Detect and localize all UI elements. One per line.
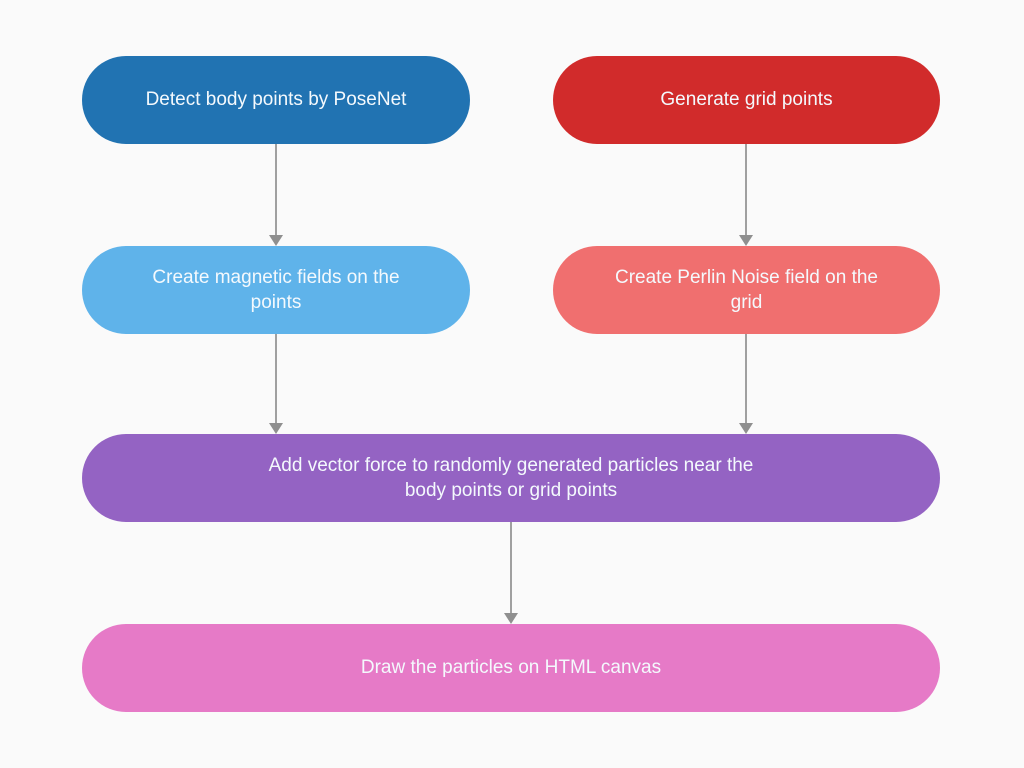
arrow-detect-to-magnetic bbox=[269, 144, 283, 246]
node-label: Add vector force to randomly generated p… bbox=[268, 454, 754, 501]
arrow-head-icon bbox=[739, 423, 753, 434]
arrow-head-icon bbox=[739, 235, 753, 246]
arrow-head-icon bbox=[269, 235, 283, 246]
node-create-perlin-noise-field: Create Perlin Noise field on the grid bbox=[553, 246, 940, 334]
node-add-vector-force: Add vector force to randomly generated p… bbox=[82, 434, 940, 522]
node-create-magnetic-fields: Create magnetic fields on the points bbox=[82, 246, 470, 334]
arrow-line bbox=[275, 334, 277, 424]
arrow-line bbox=[510, 522, 512, 614]
arrow-line bbox=[275, 144, 277, 236]
node-label: Create Perlin Noise field on the grid bbox=[615, 266, 878, 313]
node-label: Generate grid points bbox=[660, 89, 833, 111]
arrow-grid-to-perlin bbox=[739, 144, 753, 246]
node-label: Detect body points by PoseNet bbox=[145, 89, 407, 111]
node-label: Draw the particles on HTML canvas bbox=[360, 657, 662, 679]
arrow-line bbox=[745, 334, 747, 424]
arrow-vector-to-draw bbox=[504, 522, 518, 624]
node-detect-body-points: Detect body points by PoseNet bbox=[82, 56, 470, 144]
arrow-perlin-to-vector bbox=[739, 334, 753, 434]
arrow-head-icon bbox=[504, 613, 518, 624]
node-label: Create magnetic fields on the points bbox=[152, 266, 400, 313]
arrow-head-icon bbox=[269, 423, 283, 434]
arrow-magnetic-to-vector bbox=[269, 334, 283, 434]
node-generate-grid-points: Generate grid points bbox=[553, 56, 940, 144]
arrow-line bbox=[745, 144, 747, 236]
node-draw-particles: Draw the particles on HTML canvas bbox=[82, 624, 940, 712]
